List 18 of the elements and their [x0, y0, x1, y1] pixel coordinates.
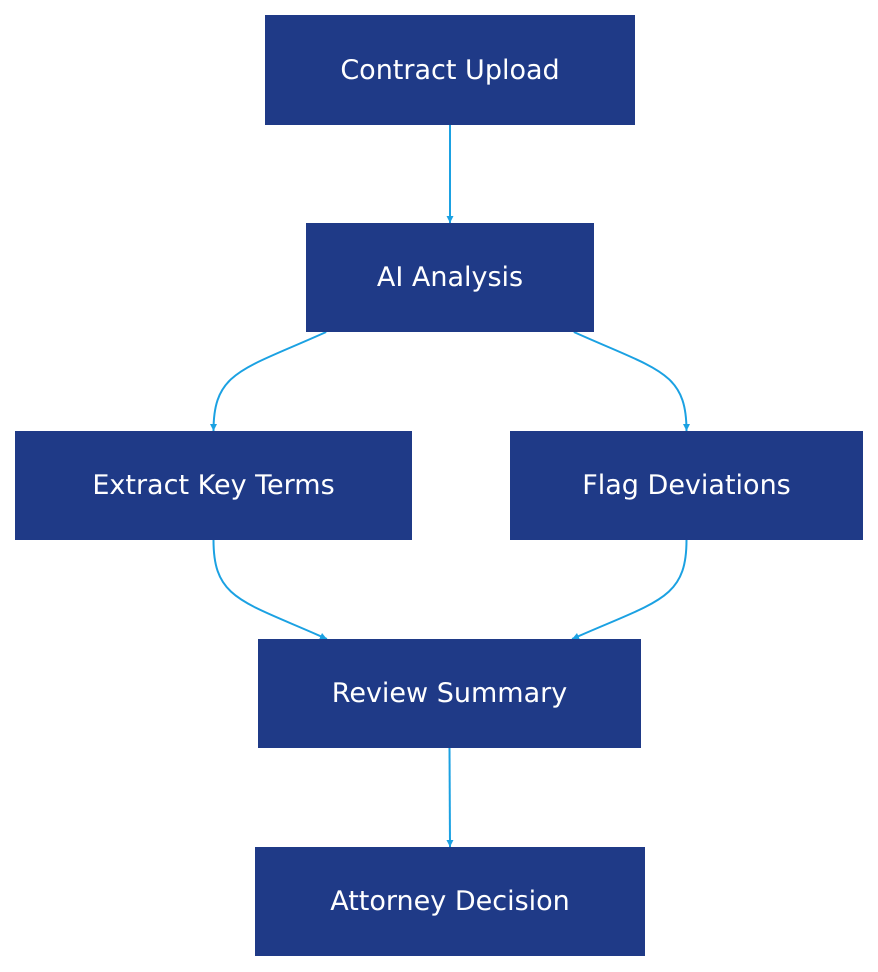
box-label: Flag Deviations [582, 470, 791, 501]
arrow [210, 331, 327, 432]
arrow [212, 540, 328, 640]
box-label: Extract Key Terms [92, 470, 335, 501]
process-box [306, 223, 594, 332]
box-label: Attorney Decision [330, 886, 570, 917]
process-box [255, 847, 645, 956]
process-box [510, 431, 863, 540]
box-label: AI Analysis [376, 262, 524, 293]
arrow [446, 748, 454, 847]
process-box [265, 15, 635, 125]
arrow [573, 331, 690, 432]
box-label: Review Summary [332, 678, 568, 709]
process-box [258, 639, 641, 748]
box-label: Contract Upload [340, 54, 560, 86]
process-box [15, 431, 412, 540]
arrow [572, 540, 688, 640]
arrow [446, 125, 454, 223]
